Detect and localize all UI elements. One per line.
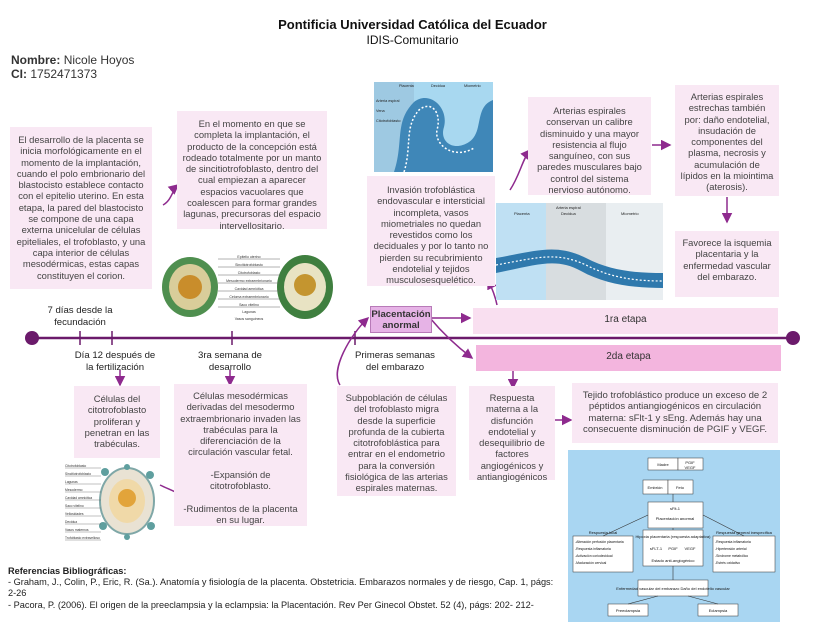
stage-2-bar: 2da etapa	[476, 345, 781, 371]
villi-fig-label-8: Vasos maternos	[65, 528, 89, 532]
references-title: Referencias Bibliográficas:	[8, 566, 127, 576]
name-value: Nicole Hoyos	[63, 53, 135, 67]
narrow-arteries-box: Arterias espirales estrechas también por…	[675, 85, 779, 196]
abnormal-placentation-node: Placentación anormal	[370, 306, 432, 333]
student-id: CI: 1752471373	[11, 67, 97, 81]
villi-fig-label-0: Citotrofoblasto	[65, 464, 86, 468]
flow-pgif-top: PGIF	[685, 460, 695, 465]
embryo-fig-label-6: Saco vitelino	[239, 303, 259, 307]
cytotrophoblast-box: Células del citotrofoblasto proliferan y…	[74, 386, 160, 458]
page-title: Pontificia Universidad Católica del Ecua…	[278, 17, 547, 32]
flow-middle-sflt: sFLT-1	[650, 546, 663, 551]
flow-left-item-3: -Maduración cervical	[575, 561, 607, 565]
flow-left-item-2: -Activación coriodecidual	[575, 554, 613, 558]
embryo-fig-label-5: Celoma extraembrionario	[229, 295, 268, 299]
villi-fig-label-1: Sincitiotrofoblasto	[65, 472, 91, 476]
vessels-fig-label-4: Vena	[376, 109, 386, 113]
id-value: 1752471373	[30, 67, 98, 81]
flow-right-item-1: -Hipertensión arterial	[715, 547, 747, 551]
vessels-fig-label-1: Decidua	[431, 84, 446, 88]
villi-fig-label-7: Decidua	[65, 520, 77, 524]
preeclampsia-flowchart: Madre PGIF VEGF Embrión Feto sFlt-1 Plac…	[568, 450, 780, 622]
villi-fig-label-9: Trofoblasto extravelloso	[65, 536, 100, 540]
embryo-implantation-figure: Epitelio uterino Sincitiotrofoblasto Cit…	[160, 247, 335, 322]
artery-fig-label-2: Miometrio	[621, 211, 639, 216]
flow-middle-vegf: VEGF	[685, 546, 696, 551]
marker-week-3: 3ra semana de desarrollo	[198, 350, 262, 373]
student-name: Nombre: Nicole Hoyos	[11, 53, 134, 67]
artery-fig-label-3: Arteria espiral	[556, 205, 581, 210]
villi-fig-label-5: Saco vitelino	[65, 504, 84, 508]
placenta-development-box: El desarrollo de la placenta se inicia m…	[10, 127, 152, 289]
flow-left-item-0: -Alteración perfusión placentaria	[575, 540, 624, 544]
spiral-arteries-box: Arterias espirales conservan un calibre …	[528, 97, 651, 195]
reference-item-1: - Pacora, P. (2006). El origen de la pre…	[8, 600, 534, 610]
spiral-artery-figure: Placenta Decidua Miometrio Arteria espir…	[496, 203, 663, 300]
villi-fig-label-2: Lagunas	[65, 480, 78, 484]
stage-1-bar: 1ra etapa	[473, 308, 778, 334]
ischemia-box: Favorece la isquemia placentaria y la en…	[675, 231, 779, 297]
marker-first-weeks: Primeras semanas del embarazo	[355, 350, 435, 373]
marker-7-days: 7 días desde la fecundación	[47, 305, 113, 328]
marker-day-12: Día 12 después de la fertilización	[74, 350, 156, 373]
villi-fig-label-6: Vellosidades	[65, 512, 84, 516]
trophoblast-invasion-box: Invasión trofoblástica endovascular e in…	[367, 176, 495, 286]
name-label: Nombre:	[11, 53, 61, 67]
page-subtitle: IDIS-Comunitario	[366, 33, 459, 47]
maternal-response-box: Respuesta materna a la disfunción endote…	[469, 386, 555, 482]
mesoderm-box: Células mesodérmicas derivadas del mesod…	[174, 384, 307, 526]
embryo-fig-label-8: Vasos sanguíneos	[235, 317, 264, 321]
implantation-box: En el momento en que se completa la impl…	[177, 111, 327, 231]
villi-figure: Citotrofoblasto Sincitiotrofoblasto Lagu…	[65, 460, 160, 542]
flow-middle-pgif: PGIF	[668, 546, 678, 551]
artery-fig-label-0: Placenta	[514, 211, 530, 216]
flow-out-right: Eclampsia	[709, 608, 728, 613]
flow-right-item-3: -Estrés oxidativo	[715, 561, 740, 565]
villi-fig-label-3: Mesodermo	[65, 488, 83, 492]
embryo-fig-label-0: Epitelio uterino	[237, 255, 260, 259]
timeline-start-dot	[25, 331, 39, 345]
flow-center: Placentación anormal	[656, 516, 695, 521]
artery-fig-label-1: Decidua	[561, 211, 576, 216]
antiangiogenic-box: Tejido trofoblástico produce un exceso d…	[572, 383, 778, 443]
flow-sflt: sFlt-1	[670, 506, 681, 511]
embryo-fig-label-3: Mesodermo extraembrionario	[226, 279, 272, 283]
flow-out-left: Preeclampsia	[616, 608, 641, 613]
timeline-end-dot	[786, 331, 800, 345]
embryo-fig-label-1: Sincitiotrofoblasto	[235, 263, 263, 267]
villi-fig-label-4: Cavidad amniótica	[65, 496, 92, 500]
flow-middle-title: Hipoxia placentaria (respuesta adaptativ…	[636, 534, 712, 539]
flow-right-item-0: -Respuesta inflamatoria	[715, 540, 751, 544]
flow-fetus: Feto	[676, 485, 685, 490]
flow-bottom-title: Enfermedad vascular del embarazo Daño de…	[616, 586, 730, 591]
id-label: CI:	[11, 67, 27, 81]
flow-right-item-2: -Síndrome metabólico	[715, 554, 748, 558]
embryo-fig-label-4: Cavidad amniótica	[235, 287, 264, 291]
flow-right-title: Respuesta general inespecífica	[716, 530, 773, 535]
flow-vegf-top: VEGF	[685, 465, 696, 470]
flow-left-title: Respuesta local	[589, 530, 618, 535]
placental-vessels-figure: Placenta Decidua Miometrio Arteria espir…	[374, 82, 493, 172]
vessels-fig-label-0: Placenta	[399, 84, 415, 88]
subpopulation-box: Subpoblación de células del trofoblasto …	[337, 386, 456, 496]
embryo-fig-label-7: Lagunas	[242, 310, 256, 314]
flow-mother: Madre	[657, 462, 669, 467]
embryo-fig-label-2: Citotrofoblasto	[238, 271, 261, 275]
flow-left-item-1: -Respuesta inflamatoria	[575, 547, 611, 551]
vessels-fig-label-2: Miometrio	[464, 84, 481, 88]
vessels-fig-label-5: Citotrofoblasto	[376, 119, 400, 123]
reference-item-0: - Graham, J., Colin, P., Eric, R. (Sa.).…	[8, 577, 554, 598]
vessels-fig-label-3: Arteria espiral	[376, 99, 400, 103]
flow-embryo: Embrión	[648, 485, 663, 490]
flow-middle-state: Estado anti-angiogénico	[652, 558, 696, 563]
